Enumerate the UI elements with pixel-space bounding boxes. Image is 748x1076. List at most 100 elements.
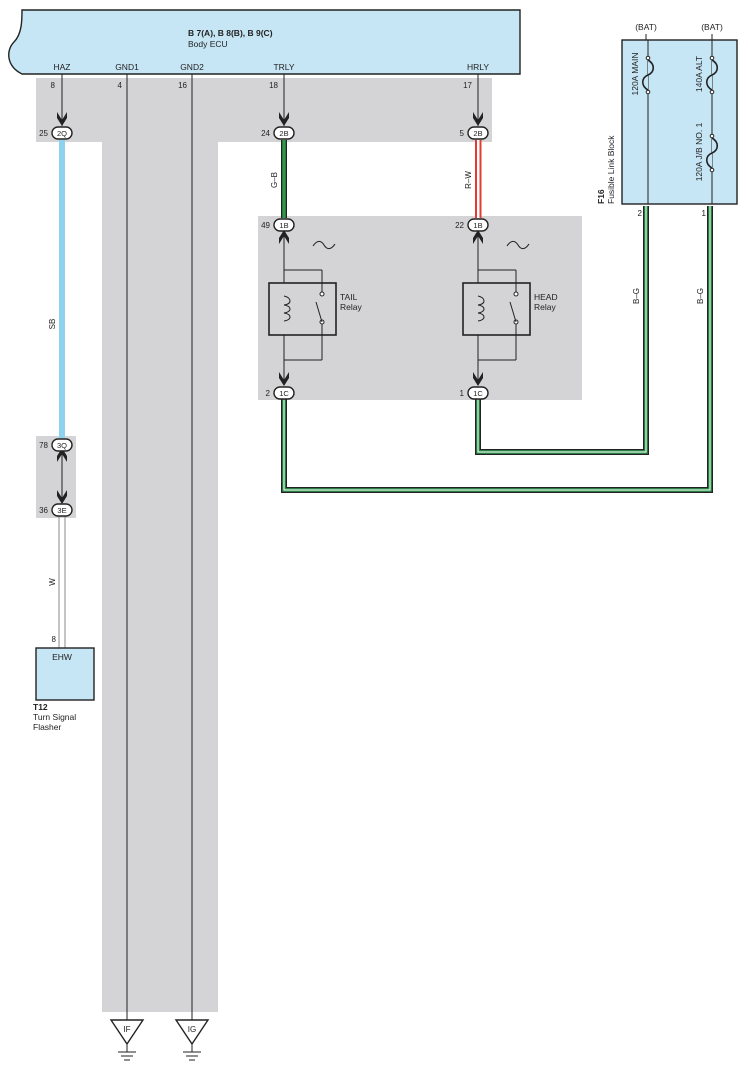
head-relay-line1: HEAD xyxy=(534,292,558,302)
flasher-line1: Turn Signal xyxy=(33,712,76,722)
svg-text:36: 36 xyxy=(39,506,48,515)
fusible-block-name: Fusible Link Block xyxy=(606,135,616,204)
ecu-harness-shade xyxy=(36,78,492,142)
tail-relay-line2: Relay xyxy=(340,302,362,312)
bat-right-label: (BAT) xyxy=(701,22,723,32)
tail-relay-line1: TAIL xyxy=(340,292,358,302)
fuse-main-symbol xyxy=(641,59,655,91)
pin-haz: 8 xyxy=(51,81,56,90)
wire-labels: SB G–B R–W W B–G B–G xyxy=(48,171,705,586)
pin-trly: 18 xyxy=(269,81,278,90)
ecu-box xyxy=(8,9,521,75)
fusible-block-code: F16 xyxy=(596,189,606,204)
tail-relay-tilde xyxy=(312,240,336,250)
svg-text:24: 24 xyxy=(261,129,270,138)
wire-label-rw: R–W xyxy=(464,171,473,189)
terminal-haz: HAZ xyxy=(54,62,71,72)
body-ecu: B 7(A), B 8(B), B 9(C) Body ECU HAZ GND1… xyxy=(8,9,521,90)
bat-left-label: (BAT) xyxy=(635,22,657,32)
turn-signal-flasher: 8 EHW T12 Turn Signal Flasher xyxy=(33,635,95,732)
svg-text:3E: 3E xyxy=(57,506,66,515)
head-relay-tilde xyxy=(506,240,530,250)
wires xyxy=(58,74,713,1020)
arrow-haz xyxy=(57,112,67,126)
arrow-hrly xyxy=(473,112,483,126)
svg-text:1B: 1B xyxy=(279,221,288,230)
fusible-pin-right: 1 xyxy=(702,209,707,218)
pin-gnd1: 4 xyxy=(118,81,123,90)
flasher-label: EHW xyxy=(52,652,72,662)
head-relay-box xyxy=(462,282,531,336)
ecu-code: B 7(A), B 8(B), B 9(C) xyxy=(188,28,273,38)
connector-2b-trly: 2B 24 xyxy=(261,126,295,140)
head-relay-coil xyxy=(477,295,485,322)
pin-gnd2: 16 xyxy=(178,81,187,90)
svg-text:2B: 2B xyxy=(473,129,482,138)
head-relay: HEAD Relay xyxy=(462,240,558,361)
wire-label-bg-left: B–G xyxy=(632,288,641,304)
arrow-1c-left xyxy=(279,372,289,386)
wire-bg-left-core xyxy=(477,206,647,453)
flasher-pin: 8 xyxy=(52,635,57,644)
tail-relay-switch xyxy=(315,301,323,323)
wire-label-sb: SB xyxy=(48,319,57,330)
arrow-1b-right xyxy=(473,230,483,244)
wire-label-w: W xyxy=(48,578,57,586)
wire-label-bg-right: B–G xyxy=(696,288,705,304)
wire-bg-right-core xyxy=(283,206,711,491)
connector-2q: 2Q 25 xyxy=(39,126,73,140)
fuse-main-label: 120A MAIN xyxy=(630,53,640,96)
fuse-jb-label: 120A J/B NO. 1 xyxy=(694,122,704,181)
ground-if: IF xyxy=(109,1019,145,1061)
connector-ovals: 2Q 25 2B 24 2B 5 1B 49 1B 22 1C 2 xyxy=(39,126,489,517)
connector-3q: 3Q 78 xyxy=(39,438,73,452)
ground-ig: IG xyxy=(174,1019,210,1061)
connector-1b-tail: 1B 49 xyxy=(261,218,295,232)
terminal-gnd1: GND1 xyxy=(115,62,139,72)
tail-relay-coil xyxy=(283,295,291,322)
flasher-box xyxy=(35,647,95,701)
tail-relay-box xyxy=(268,282,337,336)
terminal-gnd2: GND2 xyxy=(180,62,204,72)
ecu-name: Body ECU xyxy=(188,39,228,49)
arrow-3e xyxy=(57,490,67,504)
flasher-code: T12 xyxy=(33,702,48,712)
head-relay-switch xyxy=(509,301,517,323)
wire-label-gb: G–B xyxy=(270,172,279,188)
svg-text:IF: IF xyxy=(123,1025,130,1034)
svg-text:2Q: 2Q xyxy=(57,129,67,138)
svg-text:1: 1 xyxy=(460,389,465,398)
head-relay-line2: Relay xyxy=(534,302,556,312)
fusible-link-block: (BAT) (BAT) 120A MAIN 140A ALT 120A J/B … xyxy=(596,22,738,218)
ground-harness-shade xyxy=(102,140,218,1012)
svg-text:5: 5 xyxy=(460,129,465,138)
shaded-regions xyxy=(36,78,582,1012)
fuse-jb-symbol xyxy=(705,137,719,169)
svg-text:25: 25 xyxy=(39,129,48,138)
arrow-1c-right xyxy=(473,372,483,386)
fuse-alt-label: 140A ALT xyxy=(694,56,704,92)
terminal-hrly: HRLY xyxy=(467,62,489,72)
connector-1b-head: 1B 22 xyxy=(455,218,489,232)
arrow-1b-left xyxy=(279,230,289,244)
terminal-trly: TRLY xyxy=(273,62,294,72)
tail-relay: TAIL Relay xyxy=(268,240,362,361)
fuse-alt-symbol xyxy=(705,59,719,91)
connector-2b-hrly: 2B 5 xyxy=(460,126,489,140)
svg-text:1C: 1C xyxy=(473,389,483,398)
svg-text:78: 78 xyxy=(39,441,48,450)
svg-text:1B: 1B xyxy=(473,221,482,230)
flasher-line2: Flasher xyxy=(33,722,62,732)
pin-hrly: 17 xyxy=(463,81,472,90)
svg-text:1C: 1C xyxy=(279,389,289,398)
svg-text:49: 49 xyxy=(261,221,270,230)
arrow-trly xyxy=(279,112,289,126)
connector-1c-head: 1C 1 xyxy=(460,386,489,400)
svg-text:3Q: 3Q xyxy=(57,441,67,450)
fusible-pin-left: 2 xyxy=(638,209,643,218)
connector-1c-tail: 1C 2 xyxy=(266,386,295,400)
grounds: IF IG xyxy=(109,1019,210,1061)
svg-text:2B: 2B xyxy=(279,129,288,138)
connector-3e: 3E 36 xyxy=(39,503,73,517)
